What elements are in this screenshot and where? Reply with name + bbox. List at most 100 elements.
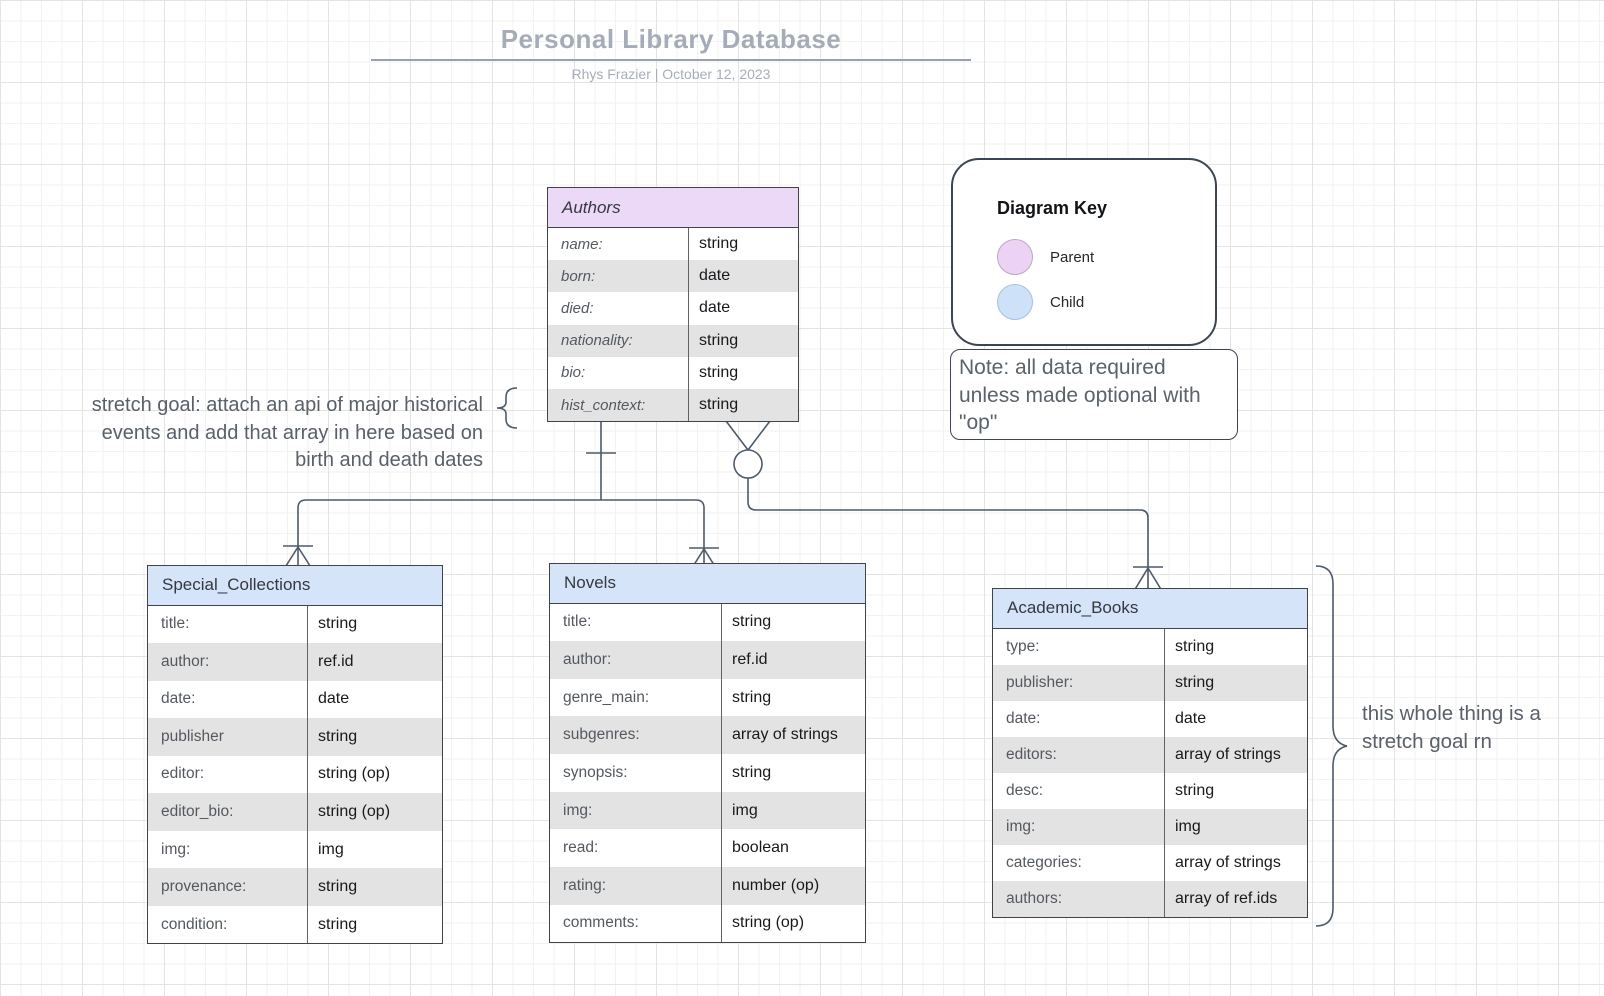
table-row: date:date xyxy=(993,700,1307,737)
field-value: string xyxy=(1175,637,1215,655)
field-label: provenance: xyxy=(148,868,308,906)
field-label: img: xyxy=(148,830,308,869)
table-header[interactable]: Authors xyxy=(548,188,798,228)
annotation-line: stretch goal: attach an api of major his… xyxy=(91,394,483,416)
table-row: categories: array of strings xyxy=(993,845,1307,882)
field-value: img xyxy=(1175,818,1201,836)
table-row: title: string xyxy=(148,605,442,644)
field-value: img xyxy=(732,801,758,819)
field-label: type: xyxy=(993,628,1165,665)
table-header[interactable]: Special_Collections xyxy=(148,566,442,606)
field-label: born: xyxy=(548,260,689,293)
field-label: publisher xyxy=(148,718,308,756)
diagram-key[interactable]: Diagram Key Parent Child xyxy=(951,158,1217,346)
page-title: Personal Library Database xyxy=(371,24,971,55)
table-header[interactable]: Novels xyxy=(550,564,865,604)
field-value: string (op) xyxy=(318,803,391,820)
field-label: img: xyxy=(550,791,722,830)
field-value: date xyxy=(1175,709,1207,727)
field-label: author: xyxy=(148,643,308,681)
field-label: title: xyxy=(148,605,308,644)
field-value: string xyxy=(318,727,358,745)
field-value: array of ref.ids xyxy=(1175,890,1278,908)
field-value: string xyxy=(1175,781,1215,799)
table-row: img: img xyxy=(550,791,865,830)
table-row: bio:string xyxy=(548,356,798,389)
field-label: subgenres: xyxy=(550,716,722,755)
connector-authors-academic[interactable] xyxy=(747,478,1149,591)
table-row: author:ref.id xyxy=(550,641,865,679)
title-divider xyxy=(371,59,971,61)
field-value: string xyxy=(732,763,772,781)
annotation-line: events and add that array in here based … xyxy=(101,421,483,444)
table-row: subgenres:array of strings xyxy=(550,716,865,755)
table-row: provenance: string xyxy=(148,868,442,906)
field-label: categories: xyxy=(993,845,1165,882)
right-curly-brace-icon[interactable] xyxy=(1315,565,1348,927)
authors-stretch-goal-annotation[interactable]: stretch goal: attach an api of major his… xyxy=(21,392,483,475)
crow-foot-up-icon xyxy=(725,420,771,451)
table-row: type: string xyxy=(993,628,1307,665)
field-label: read: xyxy=(550,829,722,867)
field-value: date xyxy=(699,299,731,317)
field-value: string xyxy=(732,688,772,706)
annotation-line: birth and death dates xyxy=(295,449,483,471)
field-value: string xyxy=(318,615,358,633)
field-value: string xyxy=(1175,673,1215,691)
table-row: editor_bio:string (op) xyxy=(148,793,442,831)
field-value: boolean xyxy=(732,839,789,857)
field-value: date xyxy=(699,267,731,285)
table-row: hist_context: string xyxy=(548,388,798,422)
field-label: nationality: xyxy=(548,324,689,357)
table-row: name:string xyxy=(548,228,798,261)
field-value: array of strings xyxy=(1175,854,1281,872)
table-row: date:date xyxy=(148,680,442,719)
field-value: number (op) xyxy=(732,876,820,894)
field-value: string xyxy=(318,915,358,933)
field-value: string xyxy=(699,396,739,414)
field-value: array of strings xyxy=(1175,745,1281,763)
field-value: string xyxy=(699,363,739,381)
field-label: date: xyxy=(148,680,308,719)
diagram-subtitle: Rhys Frazier | October 12, 2023 xyxy=(571,66,771,82)
field-label: condition: xyxy=(148,905,308,944)
key-label-parent: Parent xyxy=(1050,249,1095,266)
academic-stretch-goal-annotation[interactable]: this whole thing is a stretch goal rn xyxy=(1362,702,1541,753)
table-row: read: boolean xyxy=(550,829,865,867)
connector-branch-line[interactable] xyxy=(297,499,705,571)
field-label: synopsis: xyxy=(550,754,722,792)
table-row: desc: string xyxy=(993,772,1307,809)
zero-optional-circle-icon xyxy=(733,449,763,479)
parent-color-swatch-icon xyxy=(997,239,1033,275)
diagram-title: Personal Library Database xyxy=(500,24,842,54)
table-row: editor:string (op) xyxy=(148,755,442,794)
field-label: authors: xyxy=(993,881,1165,918)
table-row: born: date xyxy=(548,260,798,293)
table-row: editors:array of strings xyxy=(993,736,1307,773)
diagram-key-title: Diagram Key xyxy=(997,198,1108,218)
table-row: comments:string (op) xyxy=(550,904,865,943)
field-value: string (op) xyxy=(732,914,805,932)
field-value: string xyxy=(318,878,358,896)
table-row: img:img xyxy=(993,808,1307,846)
field-label: editor: xyxy=(148,755,308,794)
field-label: rating: xyxy=(550,866,722,905)
required-note[interactable]: Note: all data required unless made opti… xyxy=(950,349,1238,440)
table-header[interactable]: Academic_Books xyxy=(993,589,1307,629)
table-row: died:date xyxy=(548,292,798,325)
field-value: img xyxy=(318,840,344,858)
field-label: genre_main: xyxy=(550,678,722,717)
table-row: authors: array of ref.ids xyxy=(993,881,1307,918)
child-color-swatch-icon xyxy=(997,284,1033,320)
table-row: img: img xyxy=(148,830,442,869)
field-label: desc: xyxy=(993,772,1165,809)
table-row: publisher:string xyxy=(993,664,1307,701)
field-label: hist_context: xyxy=(548,388,689,422)
table-row: genre_main: string xyxy=(550,678,865,717)
